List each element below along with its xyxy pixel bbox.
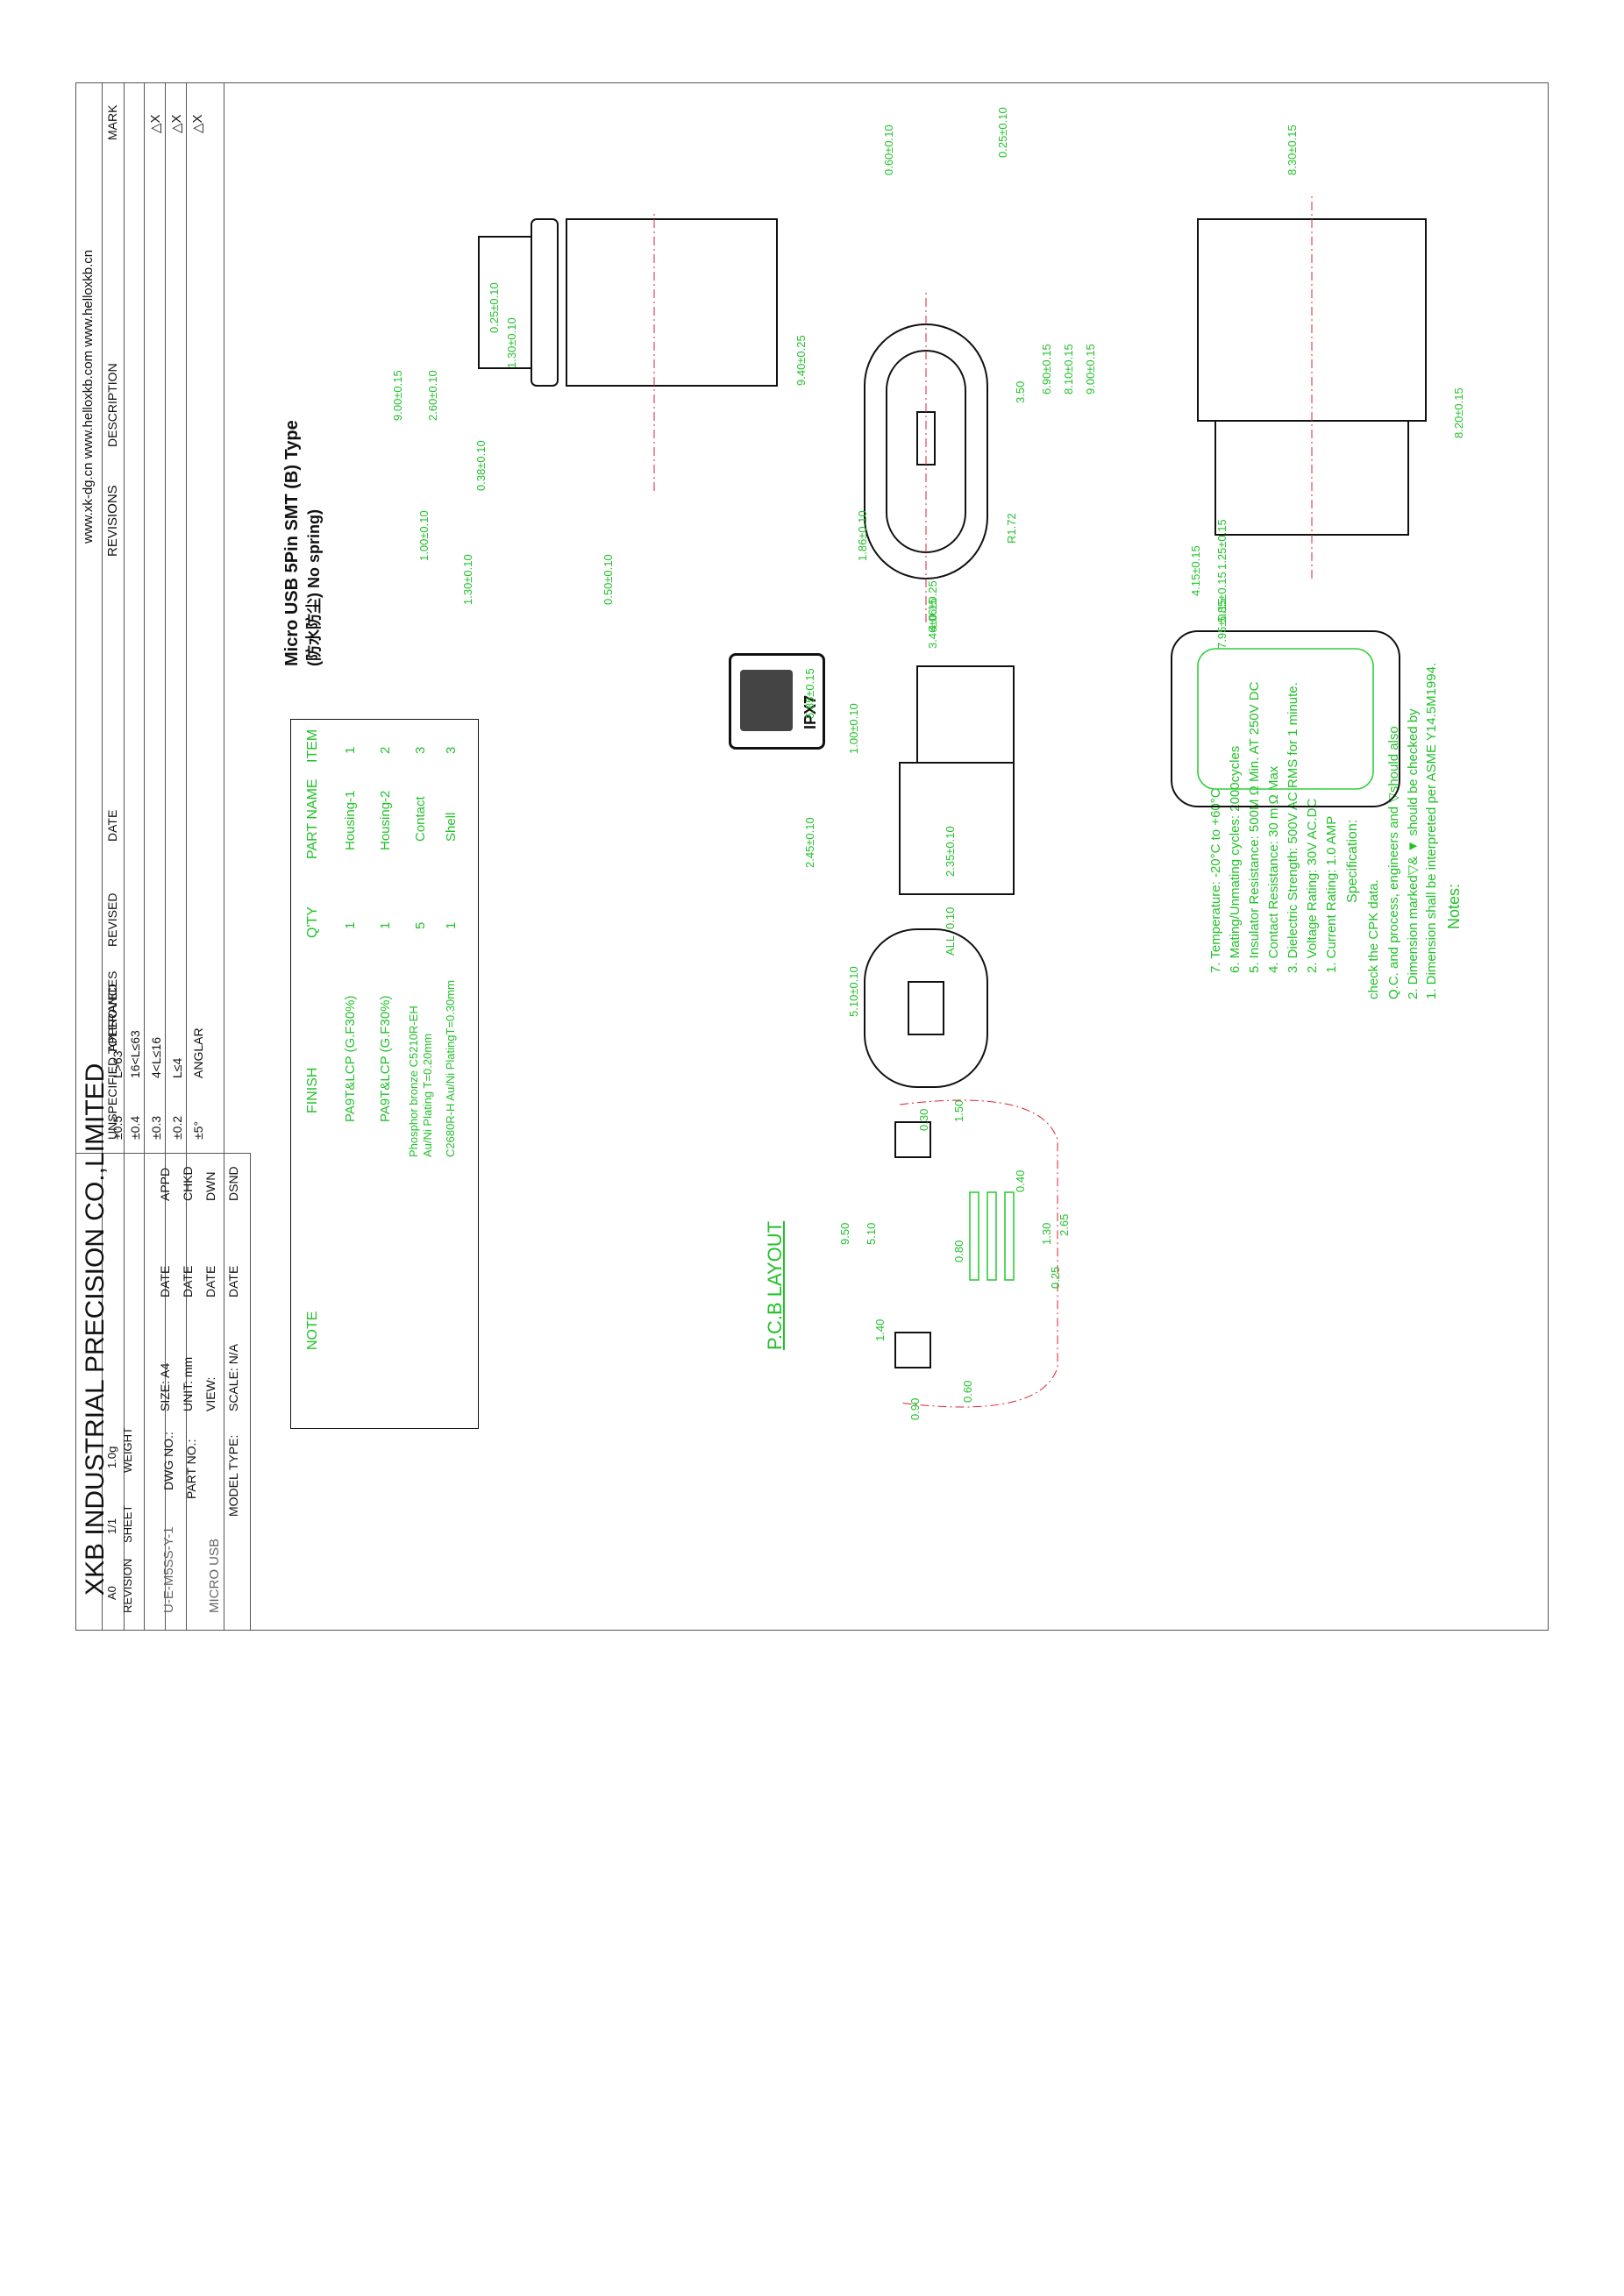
dim-label: 0.50±0.10 [602, 554, 615, 605]
dim-label: 1.86±0.10 [856, 510, 869, 561]
dim-label: 5.10 [865, 1222, 878, 1245]
dim-label: 1.30±0.10 [505, 317, 518, 368]
bottom-view-contacts [908, 981, 944, 1035]
dim-label: 0.25±0.10 [488, 282, 501, 333]
rotated-drawing-sheet: www.xk-dg.cn www.helloxkb.com www.hellox… [75, 82, 1549, 1631]
dim-label: 6.90±0.15 [1040, 344, 1053, 395]
pcb-contact-pad [987, 1191, 997, 1281]
dim-label: 2.45±0.10 [803, 817, 816, 868]
dim-label: 9.00±0.15 [391, 370, 404, 421]
dim-label: 5.10±0.10 [847, 966, 860, 1017]
dim-label: 1.30±0.10 [461, 554, 474, 605]
dim-label: 3.46±0.15 [926, 598, 939, 649]
pcb-contact-pad [969, 1191, 979, 1281]
dim-label: 0.40 [1014, 1169, 1027, 1192]
dim-label: 1.00±0.10 [847, 703, 860, 754]
pcb-contact-pad [1004, 1191, 1015, 1281]
side-view-gasket [531, 218, 559, 387]
dim-label: 0.38±0.10 [474, 440, 488, 491]
side-view-body [566, 218, 778, 387]
profile-view-housing [899, 762, 1015, 895]
bottom-view-outline [864, 928, 988, 1088]
dim-label: 1.40 [873, 1319, 887, 1341]
dim-label: 4.15±0.15 [1189, 545, 1202, 596]
dim-label: 2.65 [1058, 1213, 1071, 1236]
dim-label: 0.25 [1049, 1266, 1062, 1289]
dim-label: 0.10 [944, 906, 957, 929]
dim-label: 9.00±0.15 [1084, 344, 1097, 395]
side-view-drawing [478, 193, 1427, 1408]
dim-label: 9.40±0.25 [794, 335, 808, 386]
dim-label: 0.30 [917, 1108, 930, 1131]
dim-label: 5.85±0.15 [803, 668, 816, 719]
profile-view-body [916, 665, 1015, 764]
dim-label: 2.35±0.10 [944, 826, 957, 877]
dim-label: 0.90 [908, 1397, 922, 1420]
dim-label: 1.25±0.15 [1215, 519, 1229, 570]
side-view-shell [478, 236, 532, 369]
dim-label: R1.72 [1005, 513, 1018, 544]
dim-label: ALL [944, 935, 957, 956]
dim-label: 7.95±0.15 [1215, 598, 1229, 649]
dim-label: 0.80 [952, 1240, 965, 1262]
dim-label: 0.25±0.10 [996, 107, 1009, 158]
dim-label: 9.50 [838, 1222, 851, 1245]
dim-label: 0.60 [961, 1380, 974, 1403]
isometric-view-outline [1171, 630, 1400, 807]
dim-label: 8.20±0.15 [1452, 387, 1465, 438]
pcb-pad [894, 1332, 931, 1368]
dim-label: 1.50 [952, 1099, 965, 1122]
dim-label: 0.60±0.10 [882, 124, 895, 175]
dim-label: 8.30±0.15 [1286, 124, 1299, 175]
dim-label: 1.30 [1040, 1222, 1053, 1245]
dim-label: 3.50 [1014, 380, 1027, 403]
pcb-outline [899, 1099, 1058, 1408]
pcb-pad [894, 1121, 931, 1158]
dim-label: 2.60±0.10 [426, 370, 439, 421]
dim-label: 1.00±0.10 [417, 510, 431, 561]
isometric-view-contacts [1197, 648, 1374, 790]
dim-label: 8.10±0.15 [1062, 344, 1075, 395]
